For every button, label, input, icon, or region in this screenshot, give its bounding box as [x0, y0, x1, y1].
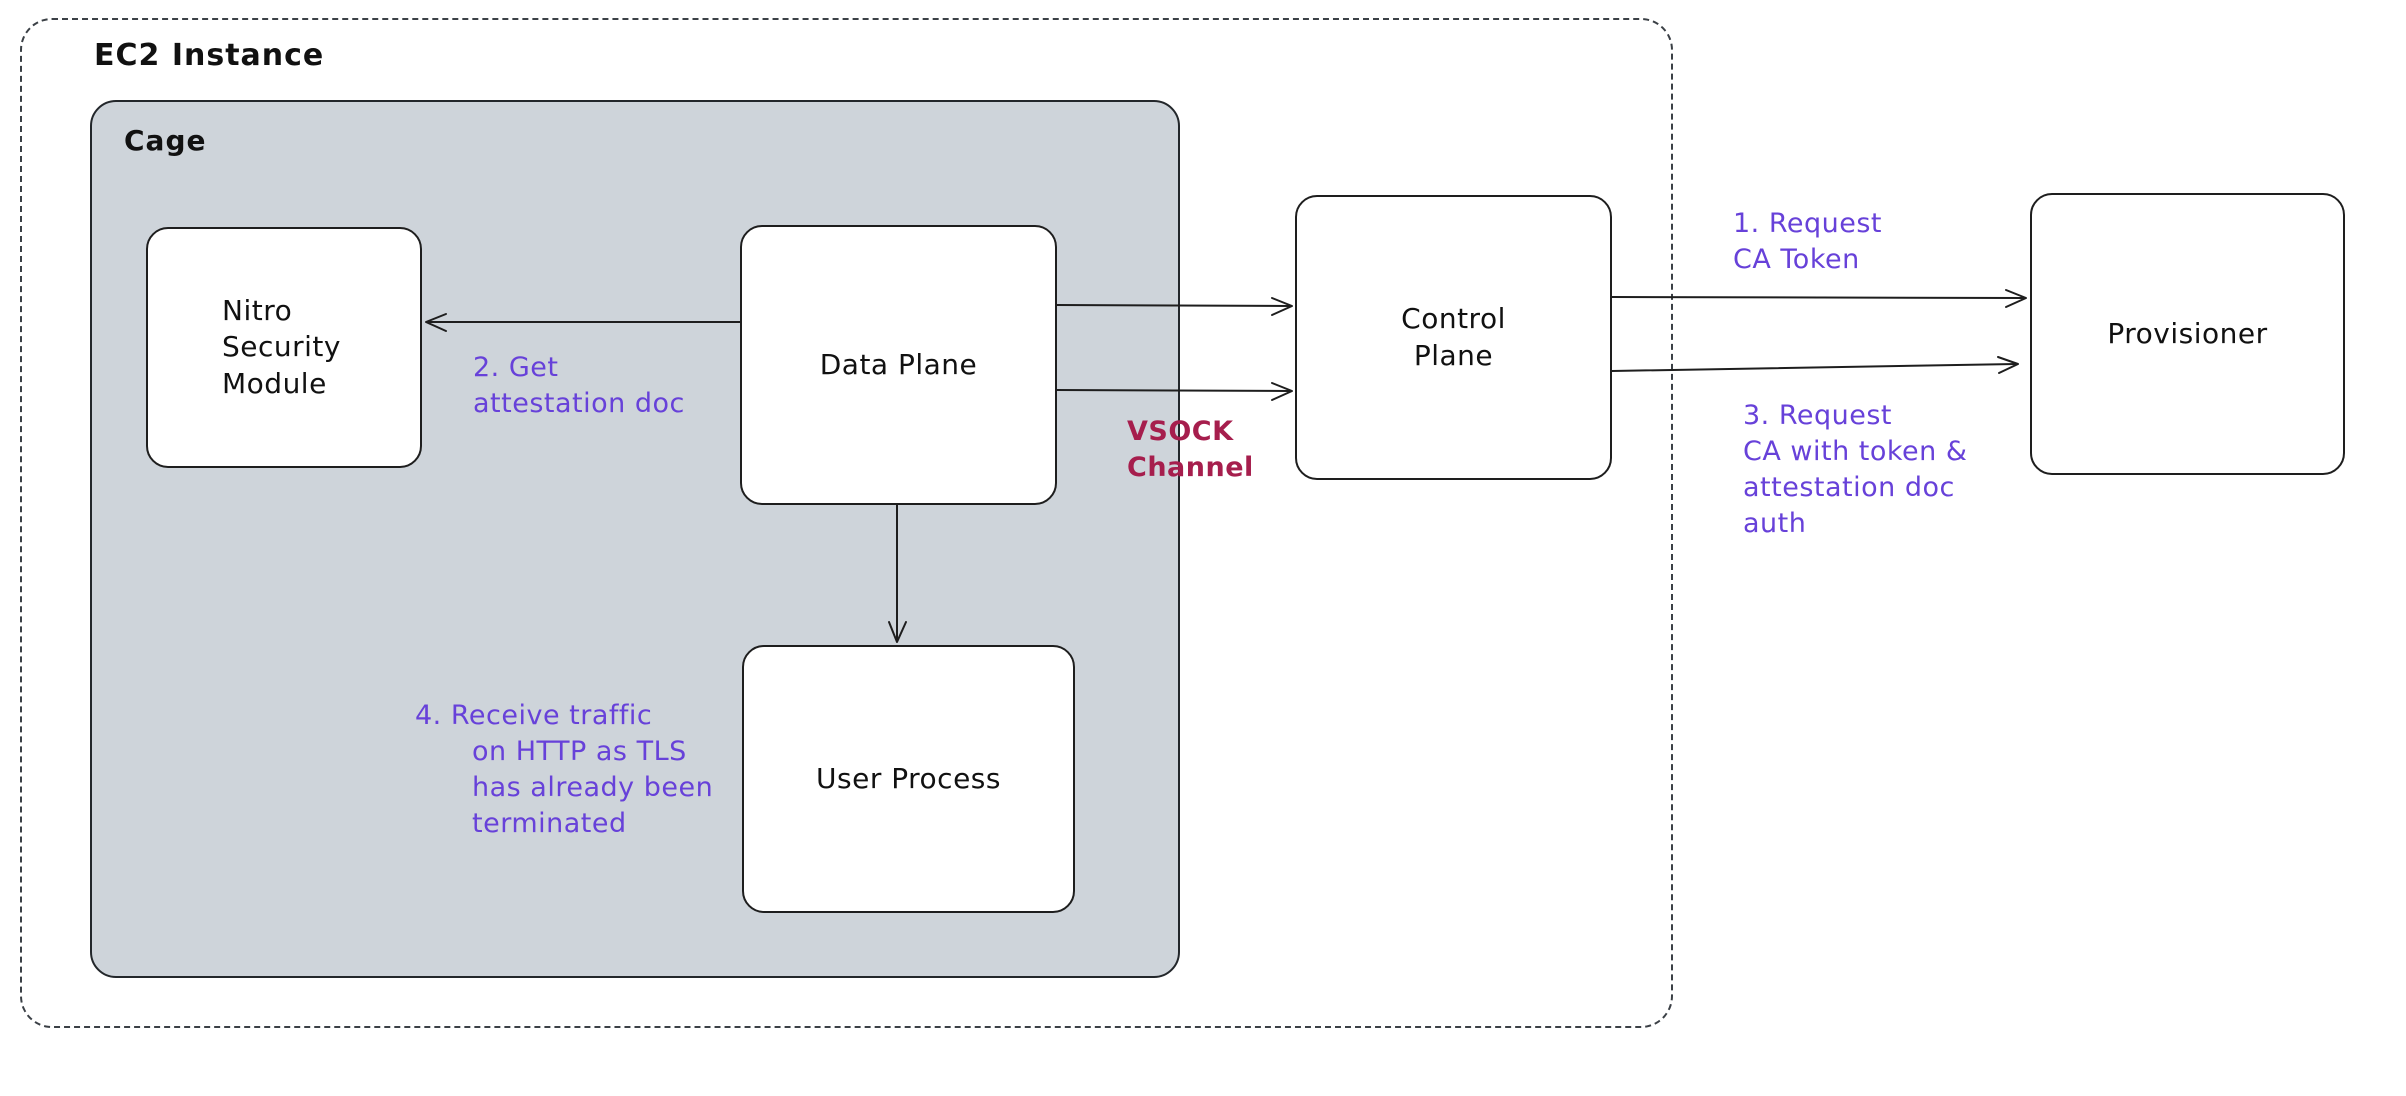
node-user-process: User Process	[742, 645, 1075, 913]
annotation-step4-receive-traffic: 4. Receive traffic on HTTP as TLS has al…	[415, 700, 714, 839]
arrow-control-plane-to-provisioner-top	[1611, 289, 2027, 308]
annotation-vsock-channel: VSOCK Channel	[1127, 416, 1254, 483]
annotation-step3-request-ca-with-token: 3. Request CA with token & attestation d…	[1743, 400, 1968, 539]
ec2-instance-container: EC2 Instance	[20, 18, 1673, 1028]
node-data-plane: Data Plane	[740, 225, 1057, 505]
ec2-instance-label: EC2 Instance	[94, 38, 325, 73]
annotation-step1-request-ca-token: 1. Request CA Token	[1733, 208, 1883, 275]
node-nitro-security-module: Nitro Security Module	[146, 227, 422, 468]
cage-label: Cage	[124, 124, 207, 157]
node-control-plane: Control Plane	[1295, 195, 1612, 480]
annotation-step2-get-attestation-doc: 2. Get attestation doc	[473, 352, 685, 419]
node-provisioner: Provisioner	[2030, 193, 2345, 475]
